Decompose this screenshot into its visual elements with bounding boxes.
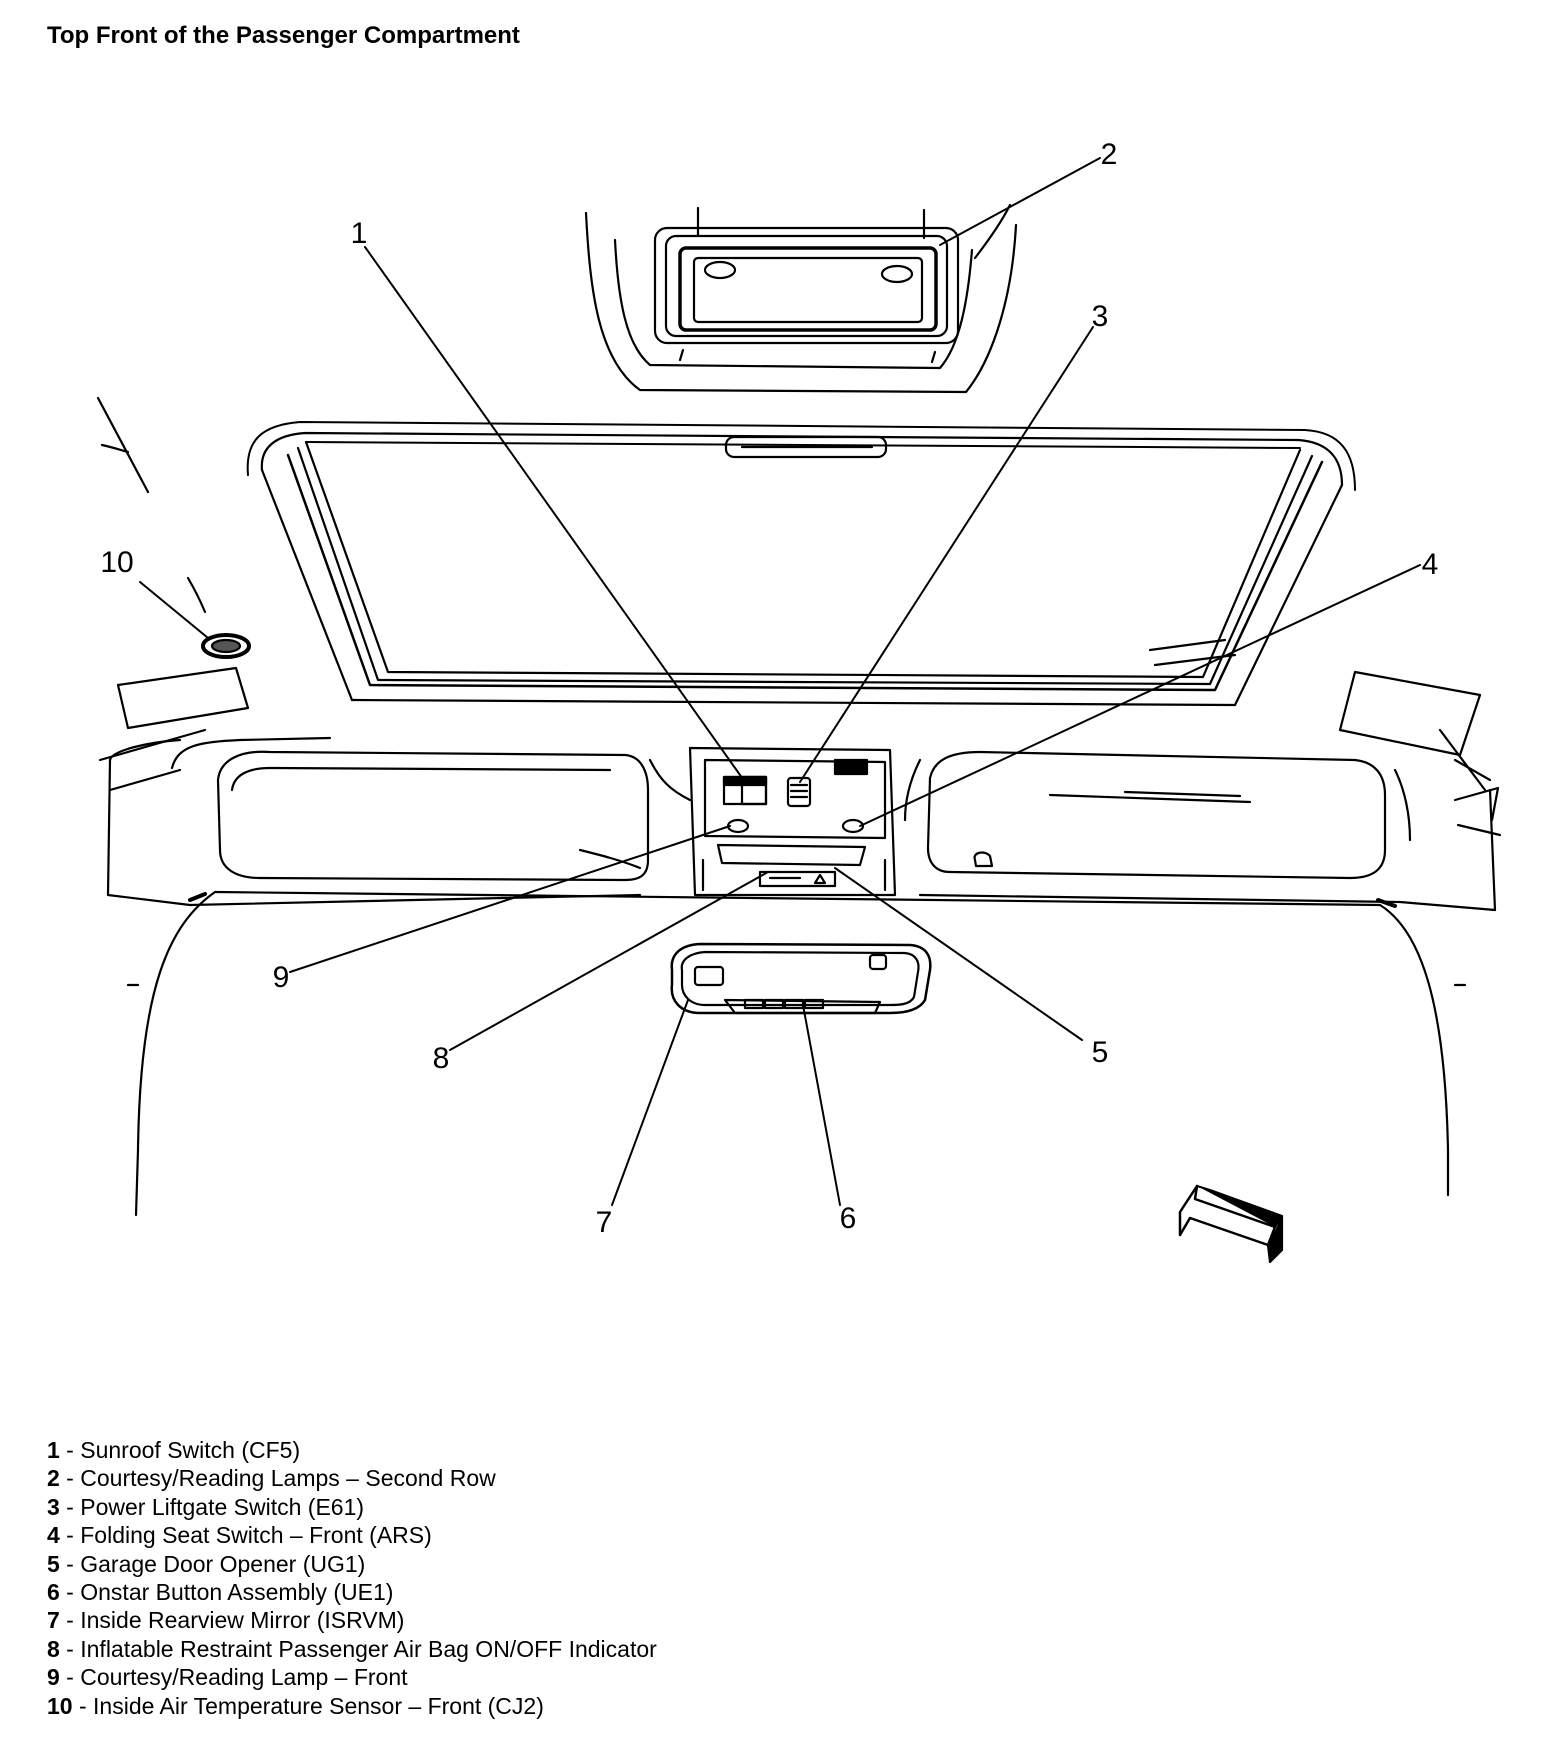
left-sun-visor — [216, 750, 692, 882]
callout-10: 10 — [100, 546, 133, 579]
legend-item: 10 - Inside Air Temperature Sensor – Fro… — [47, 1692, 657, 1720]
component-legend: 1 - Sunroof Switch (CF5) 2 - Courtesy/Re… — [47, 1436, 657, 1720]
console-grille-icon — [833, 758, 869, 776]
legend-separator: - — [59, 1550, 81, 1577]
callout-9: 9 — [273, 961, 290, 994]
legend-label: Inflatable Restraint Passenger Air Bag O… — [80, 1635, 657, 1662]
legend-label: Garage Door Opener (UG1) — [80, 1550, 366, 1577]
legend-number: 1 — [47, 1437, 60, 1463]
legend-separator: - — [59, 1522, 81, 1549]
legend-separator: - — [59, 1579, 81, 1606]
forward-direction-arrow-icon — [1178, 1184, 1284, 1264]
legend-item: 1 - Sunroof Switch (CF5) — [47, 1436, 657, 1464]
legend-label: Inside Rearview Mirror (ISRVM) — [80, 1607, 405, 1634]
legend-label: Power Liftgate Switch (E61) — [80, 1493, 365, 1520]
overhead-console — [688, 746, 897, 897]
legend-separator: - — [72, 1692, 94, 1719]
front-reading-lamp-right-icon — [841, 818, 865, 834]
sunroof-handle — [724, 435, 888, 459]
legend-number: 6 — [47, 1579, 60, 1606]
legend-item: 4 - Folding Seat Switch – Front (ARS) — [47, 1521, 657, 1549]
legend-number: 5 — [47, 1550, 60, 1577]
legend-separator: - — [59, 1635, 81, 1662]
legend-label: Onstar Button Assembly (UE1) — [80, 1579, 394, 1606]
airbag-indicator-icon — [758, 870, 837, 888]
legend-item: 9 - Courtesy/Reading Lamp – Front — [47, 1663, 657, 1691]
legend-item: 2 - Courtesy/Reading Lamps – Second Row — [47, 1464, 657, 1492]
legend-item: 3 - Power Liftgate Switch (E61) — [47, 1493, 657, 1521]
diagram-title: Top Front of the Passenger Compartment — [47, 22, 520, 49]
headliner-body — [106, 738, 1497, 1217]
air-temp-sensor-icon — [201, 633, 251, 659]
legend-number: 4 — [47, 1522, 60, 1549]
onstar-button-icon — [743, 998, 765, 1010]
legend-item: 5 - Garage Door Opener (UG1) — [47, 1550, 657, 1578]
callout-7: 7 — [596, 1206, 613, 1239]
callout-5: 5 — [1092, 1036, 1109, 1069]
liftgate-switch-icon — [786, 776, 812, 808]
reading-lamp-left-icon — [703, 260, 737, 280]
callout-leader-lines — [139, 157, 1421, 1206]
legend-label: Courtesy/Reading Lamps – Second Row — [80, 1465, 496, 1492]
legend-number: 8 — [47, 1635, 60, 1662]
headliner-diagram: 1 2 3 4 5 6 7 8 9 10 — [96, 138, 1502, 1264]
legend-number: 9 — [47, 1664, 60, 1691]
legend-item: 7 - Inside Rearview Mirror (ISRVM) — [47, 1606, 657, 1634]
right-sun-visor — [903, 750, 1387, 880]
legend-separator: - — [59, 1493, 81, 1520]
callout-3: 3 — [1092, 300, 1109, 333]
legend-separator: - — [59, 1607, 81, 1634]
legend-separator: - — [59, 1465, 81, 1492]
legend-label: Sunroof Switch (CF5) — [80, 1437, 301, 1463]
headliner-left-side — [96, 396, 332, 792]
headliner-right-side — [1338, 670, 1502, 842]
callout-2: 2 — [1101, 138, 1118, 171]
callout-4: 4 — [1422, 548, 1439, 581]
legend-label: Courtesy/Reading Lamp – Front — [80, 1664, 408, 1691]
callout-8: 8 — [433, 1042, 450, 1075]
legend-item: 8 - Inflatable Restraint Passenger Air B… — [47, 1635, 657, 1663]
legend-number: 2 — [47, 1465, 60, 1492]
legend-label: Folding Seat Switch – Front (ARS) — [80, 1522, 432, 1549]
legend-number: 7 — [47, 1607, 60, 1634]
legend-separator: - — [59, 1437, 81, 1463]
inside-rearview-mirror — [670, 942, 932, 1015]
rear-reading-lamp-assembly — [584, 203, 1018, 394]
legend-item: 6 - Onstar Button Assembly (UE1) — [47, 1578, 657, 1606]
legend-number: 3 — [47, 1493, 60, 1520]
callout-6: 6 — [840, 1202, 857, 1235]
reading-lamp-right-icon — [880, 264, 914, 284]
sunroof-opening — [246, 421, 1356, 707]
legend-label: Inside Air Temperature Sensor – Front (C… — [93, 1692, 544, 1719]
legend-separator: - — [59, 1664, 81, 1691]
callout-1: 1 — [351, 217, 368, 250]
legend-number: 10 — [47, 1692, 73, 1719]
